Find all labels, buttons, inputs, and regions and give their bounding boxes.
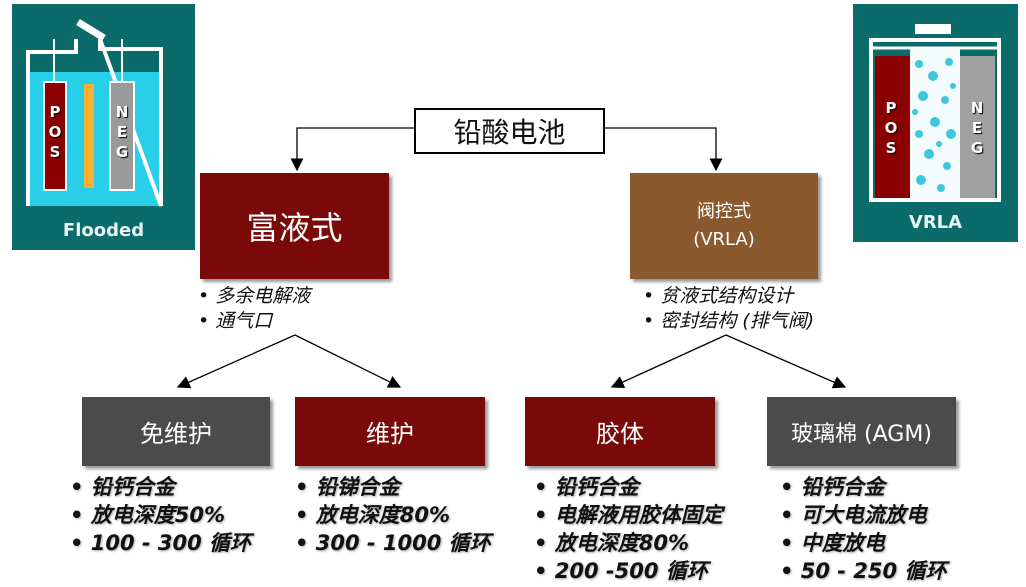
gel-bullets: 铅钙合金 电解液用胶体固定 放电深度80% 200 -500 循环: [534, 473, 723, 585]
flooded-node: 富液式: [200, 173, 389, 279]
gel-node: 胶体: [525, 397, 715, 466]
bullet: 200 -500 循环: [534, 557, 723, 585]
bullet: 多余电解液: [198, 284, 310, 309]
bullet: 电解液用胶体固定: [534, 501, 723, 529]
bullet: 贫液式结构设计: [643, 284, 814, 309]
root-node-lead-acid-battery: 铅酸电池: [414, 108, 605, 154]
vrla-battery-image: POS NEG VRLA: [853, 4, 1018, 242]
bullet: 铅钙合金: [70, 473, 251, 501]
bullet: 铅钙合金: [780, 473, 946, 501]
bullet: 铅钙合金: [534, 473, 723, 501]
vrla-node: 阀控式 (VRLA): [630, 173, 818, 279]
bullet: 中度放电: [780, 529, 946, 557]
flooded-neg-label: NEG: [115, 103, 129, 161]
bullet: 放电深度80%: [295, 501, 491, 529]
flooded-battery-image: POS NEG Flooded: [12, 4, 195, 250]
flooded-pos-label: POS: [48, 103, 62, 161]
vrla-bullets: 贫液式结构设计 密封结构 (排气阀): [643, 284, 814, 334]
vrla-neg-label: NEG: [970, 99, 984, 157]
maintenance-free-bullets: 铅钙合金 放电深度50% 100 - 300 循环: [70, 473, 251, 557]
flooded-label: Flooded: [62, 220, 145, 241]
vrla-label: VRLA: [908, 212, 963, 233]
bullet: 放电深度80%: [534, 529, 723, 557]
bullet: 50 - 250 循环: [780, 557, 947, 585]
maintained-node: 维护: [295, 397, 485, 466]
vrla-title: 阀控式: [697, 201, 751, 222]
bullet: 放电深度50%: [70, 501, 251, 529]
agm-bullets: 铅钙合金 可大电流放电 中度放电 50 - 250 循环: [780, 473, 947, 585]
vrla-pos-label: POS: [884, 99, 898, 157]
agm-node: 玻璃棉 (AGM): [767, 397, 956, 466]
flooded-bullets: 多余电解液 通气口: [198, 284, 310, 334]
bullet: 300 - 1000 循环: [295, 529, 491, 557]
maintained-bullets: 铅锑合金 放电深度80% 300 - 1000 循环: [295, 473, 491, 557]
bullet: 密封结构 (排气阀): [643, 309, 814, 334]
maintenance-free-node: 免维护: [82, 397, 270, 466]
vrla-battery-icon: [869, 24, 1001, 202]
vrla-subtitle: (VRLA): [693, 229, 755, 250]
bullet: 通气口: [198, 309, 310, 334]
bullet: 可大电流放电: [780, 501, 946, 529]
flooded-battery-icon: [26, 19, 163, 207]
bullet: 100 - 300 循环: [70, 529, 251, 557]
bullet: 铅锑合金: [295, 473, 491, 501]
